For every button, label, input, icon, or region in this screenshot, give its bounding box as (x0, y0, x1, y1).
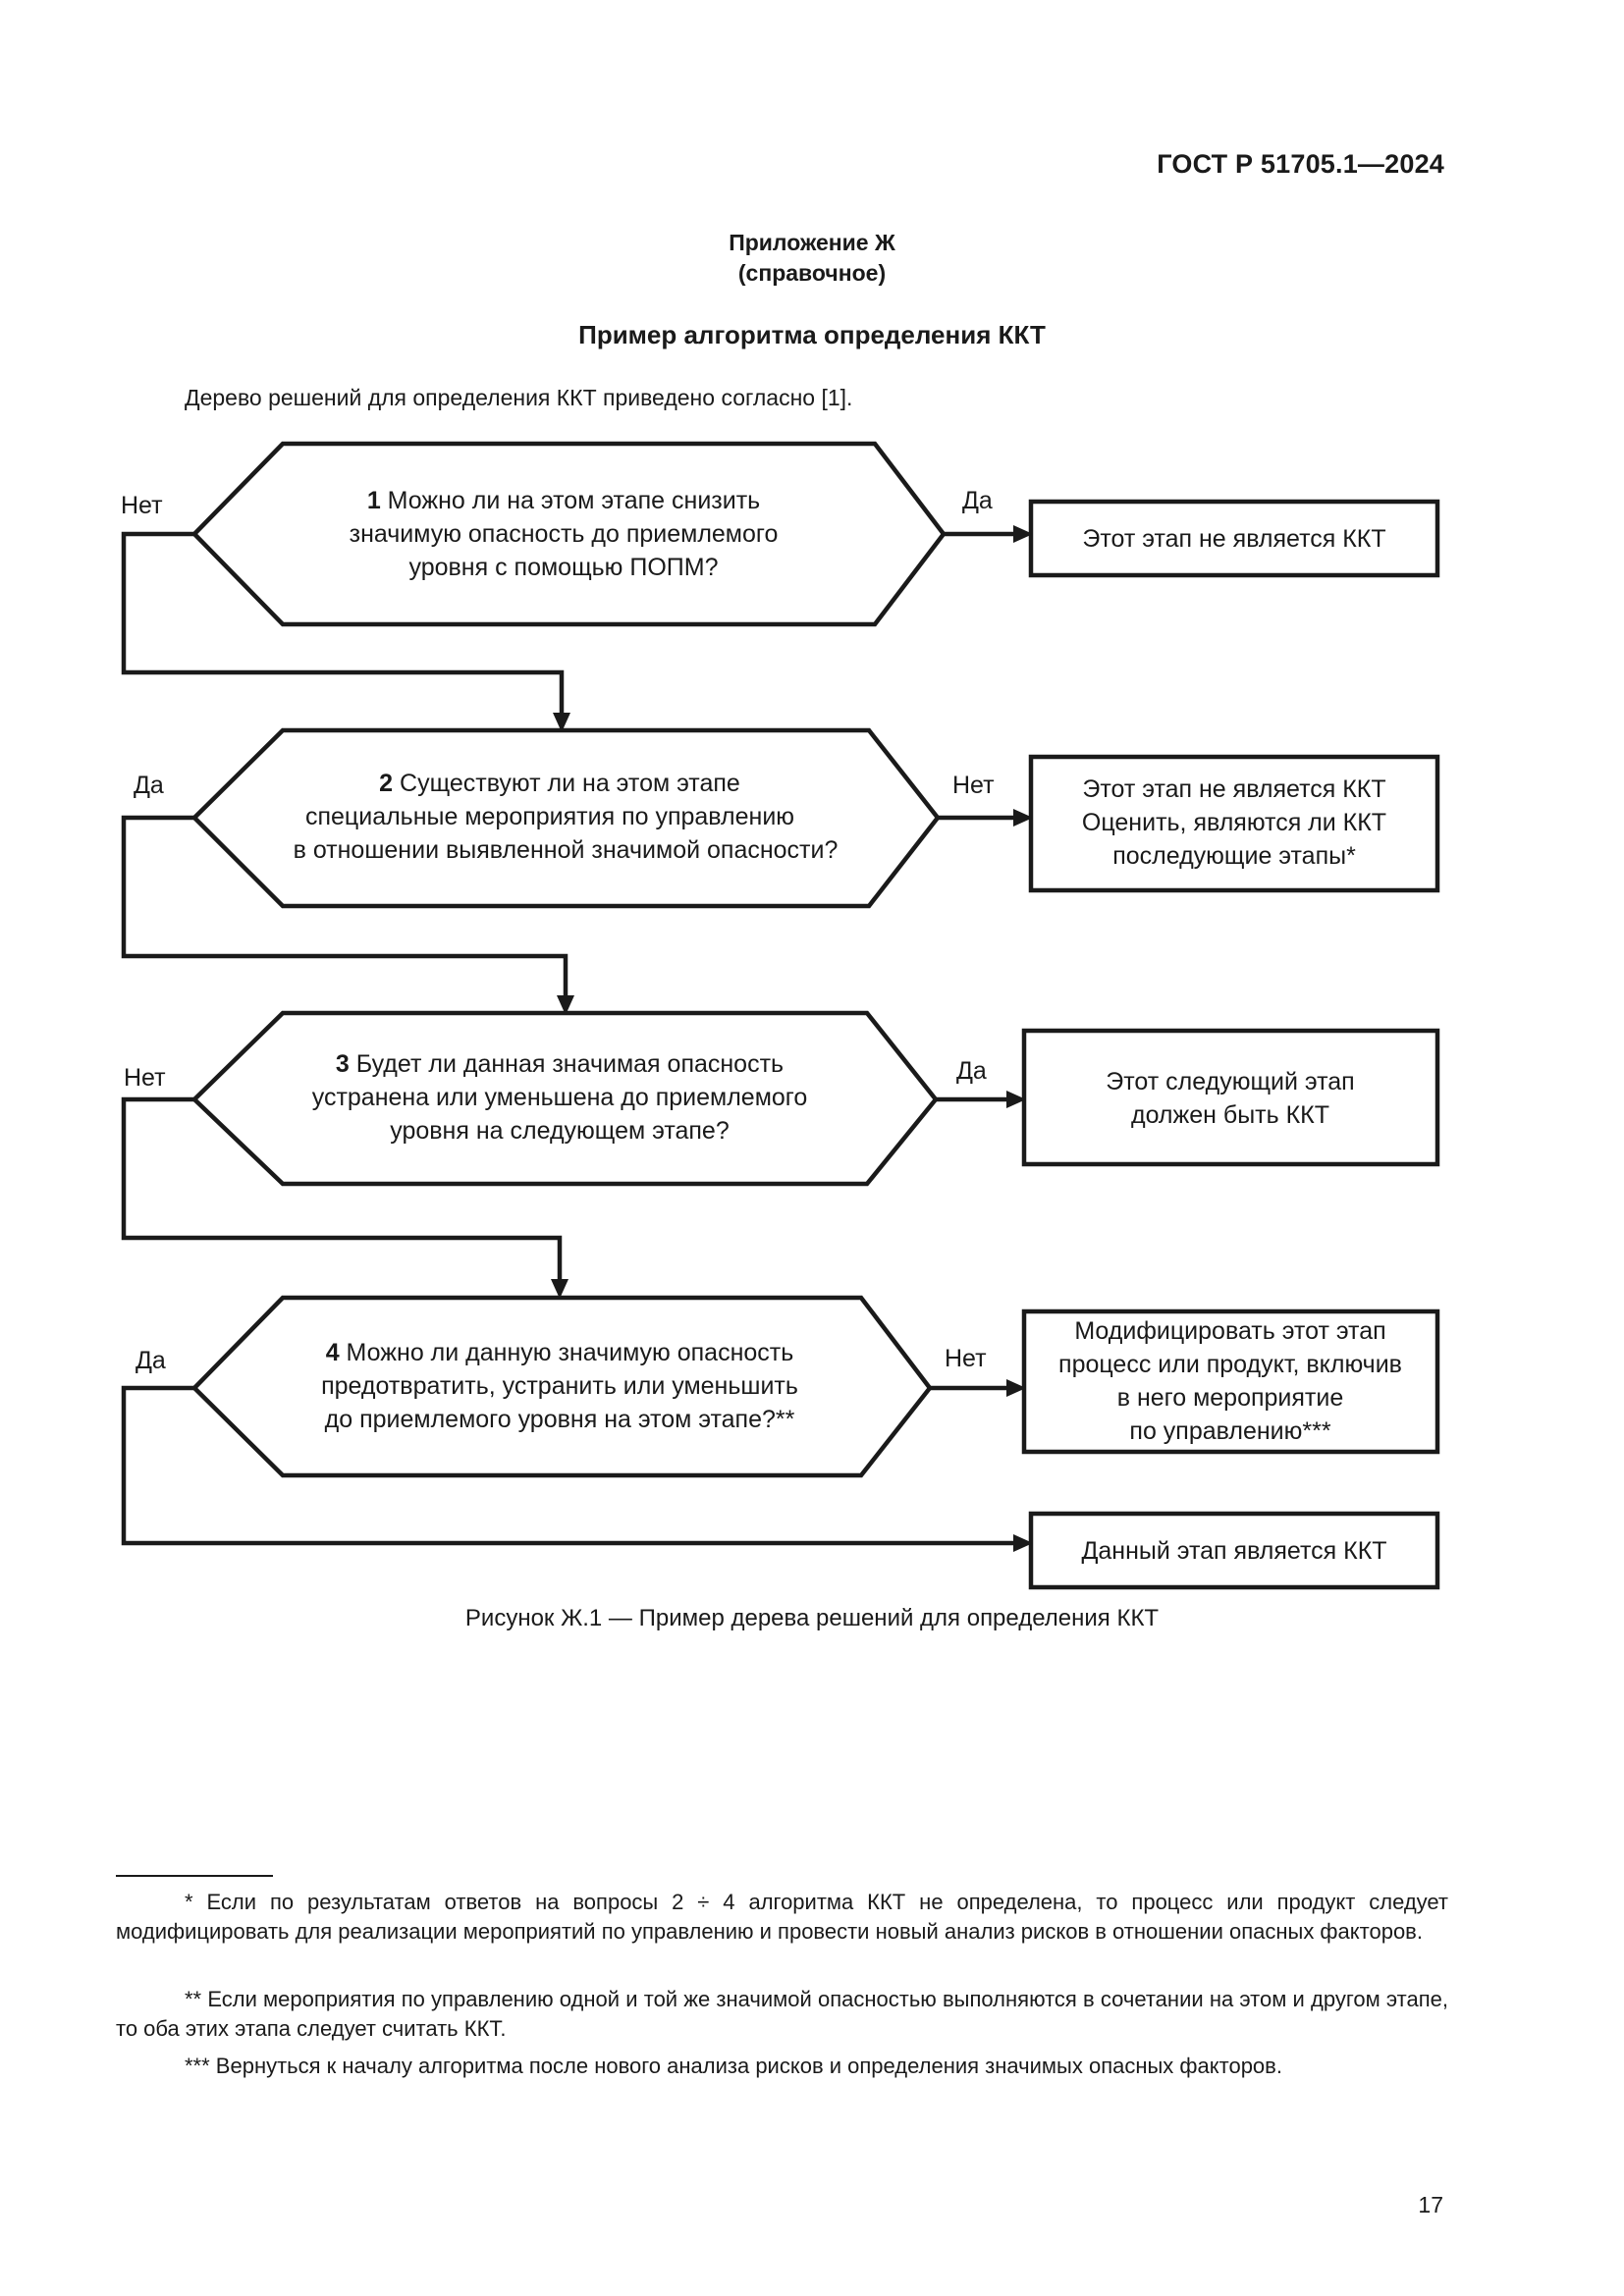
branch-label-q3-left: Нет (124, 1064, 166, 1092)
standard-designation: ГОСТ Р 51705.1—2024 (1157, 149, 1444, 179)
result-box-2 (1028, 754, 1440, 893)
question-1-line-3: уровня с помощью ПОПМ? (409, 554, 719, 581)
page-number: 17 (1418, 2192, 1443, 2217)
question-3-line-1: 3 Будет ли данная значимая опасность (336, 1050, 784, 1078)
question-4-line-3: до приемлемого уровня на этом этапе?** (325, 1406, 795, 1433)
branch-label-q4-right: Нет (945, 1345, 987, 1372)
question-2-line-3: в отношении выявленной значимой опасност… (294, 836, 839, 864)
result-3-line-2: должен быть ККТ (1131, 1101, 1329, 1129)
arrowhead-down (553, 713, 570, 732)
question-1-line-1: 1 Можно ли на этом этапе снизить (367, 487, 760, 514)
result-3-line-1: Этот следующий этап (1106, 1068, 1354, 1095)
result-4-line-3: в него мероприятие (1117, 1384, 1344, 1412)
appendix-kind: (справочное) (737, 260, 887, 286)
connector-q1-to-q2 (121, 531, 565, 715)
connector-q3-to-q4 (121, 1096, 563, 1281)
appendix-label: Приложение Ж (729, 230, 895, 255)
footnote-separator (116, 1875, 273, 1877)
result-box-1 (1028, 499, 1440, 578)
arrowhead-right (1006, 1379, 1026, 1397)
result-5-line-1: Данный этап является ККТ (1081, 1537, 1386, 1565)
connector-q2-to-q3 (121, 815, 568, 997)
arrowhead-right (1013, 1534, 1033, 1552)
result-2-line-1: Этот этап не является ККТ (1082, 775, 1385, 803)
branch-label-q1-right: Да (962, 487, 993, 514)
result-2-line-2: Оценить, являются ли ККТ (1082, 809, 1386, 836)
figure-caption: Рисунок Ж.1 — Пример дерева решений для … (464, 1605, 1160, 1631)
footnote-3: *** Вернуться к началу алгоритма после н… (185, 2054, 1282, 2078)
question-3-line-2: устранена или уменьшена до приемлемого (312, 1084, 808, 1111)
intro-paragraph: Дерево решений для определения ККТ приве… (185, 385, 853, 410)
question-4-line-1: 4 Можно ли данную значимую опасность (326, 1339, 794, 1366)
arrowhead-down (551, 1279, 568, 1299)
result-box-3 (1021, 1028, 1440, 1167)
appendix-title: Пример алгоритма определения ККТ (578, 320, 1046, 349)
result-2-line-3: последующие этапы* (1112, 842, 1356, 870)
result-4-line-2: процесс или продукт, включив (1058, 1351, 1402, 1378)
footnote-2: ** Если мероприятия по управлению одной … (116, 1987, 1448, 2041)
question-2-line-1: 2 Существуют ли на этом этапе (379, 770, 740, 797)
result-4-line-1: Модифицировать этот этап (1074, 1317, 1385, 1345)
question-1-line-2: значимую опасность до приемлемого (350, 520, 779, 548)
result-4-line-4: по управлению*** (1129, 1417, 1330, 1445)
connector-q4-to-result-5 (121, 1385, 1015, 1546)
arrowhead-right (1013, 809, 1033, 827)
arrowhead-down (557, 995, 574, 1015)
arrowhead-right (1013, 525, 1033, 543)
arrowhead-right (1006, 1091, 1026, 1108)
decision-tree-diagram: 1 Можно ли на этом этапе снизить значиму… (121, 441, 1440, 1590)
result-1-line-1: Этот этап не является ККТ (1082, 525, 1385, 553)
branch-label-q2-right: Нет (952, 772, 995, 799)
branch-label-q2-left: Да (134, 772, 164, 799)
footnote-1: * Если по результатам ответов на вопросы… (116, 1890, 1448, 1944)
result-box-4 (1021, 1308, 1440, 1455)
branch-label-q1-left: Нет (121, 492, 163, 519)
question-3-line-3: уровня на следующем этапе? (390, 1117, 729, 1145)
question-2-line-2: специальные мероприятия по управлению (305, 803, 794, 830)
branch-label-q3-right: Да (956, 1057, 987, 1085)
result-box-5 (1028, 1511, 1440, 1590)
question-4-line-2: предотвратить, устранить или уменьшить (321, 1372, 798, 1400)
branch-label-q4-left: Да (135, 1347, 166, 1374)
